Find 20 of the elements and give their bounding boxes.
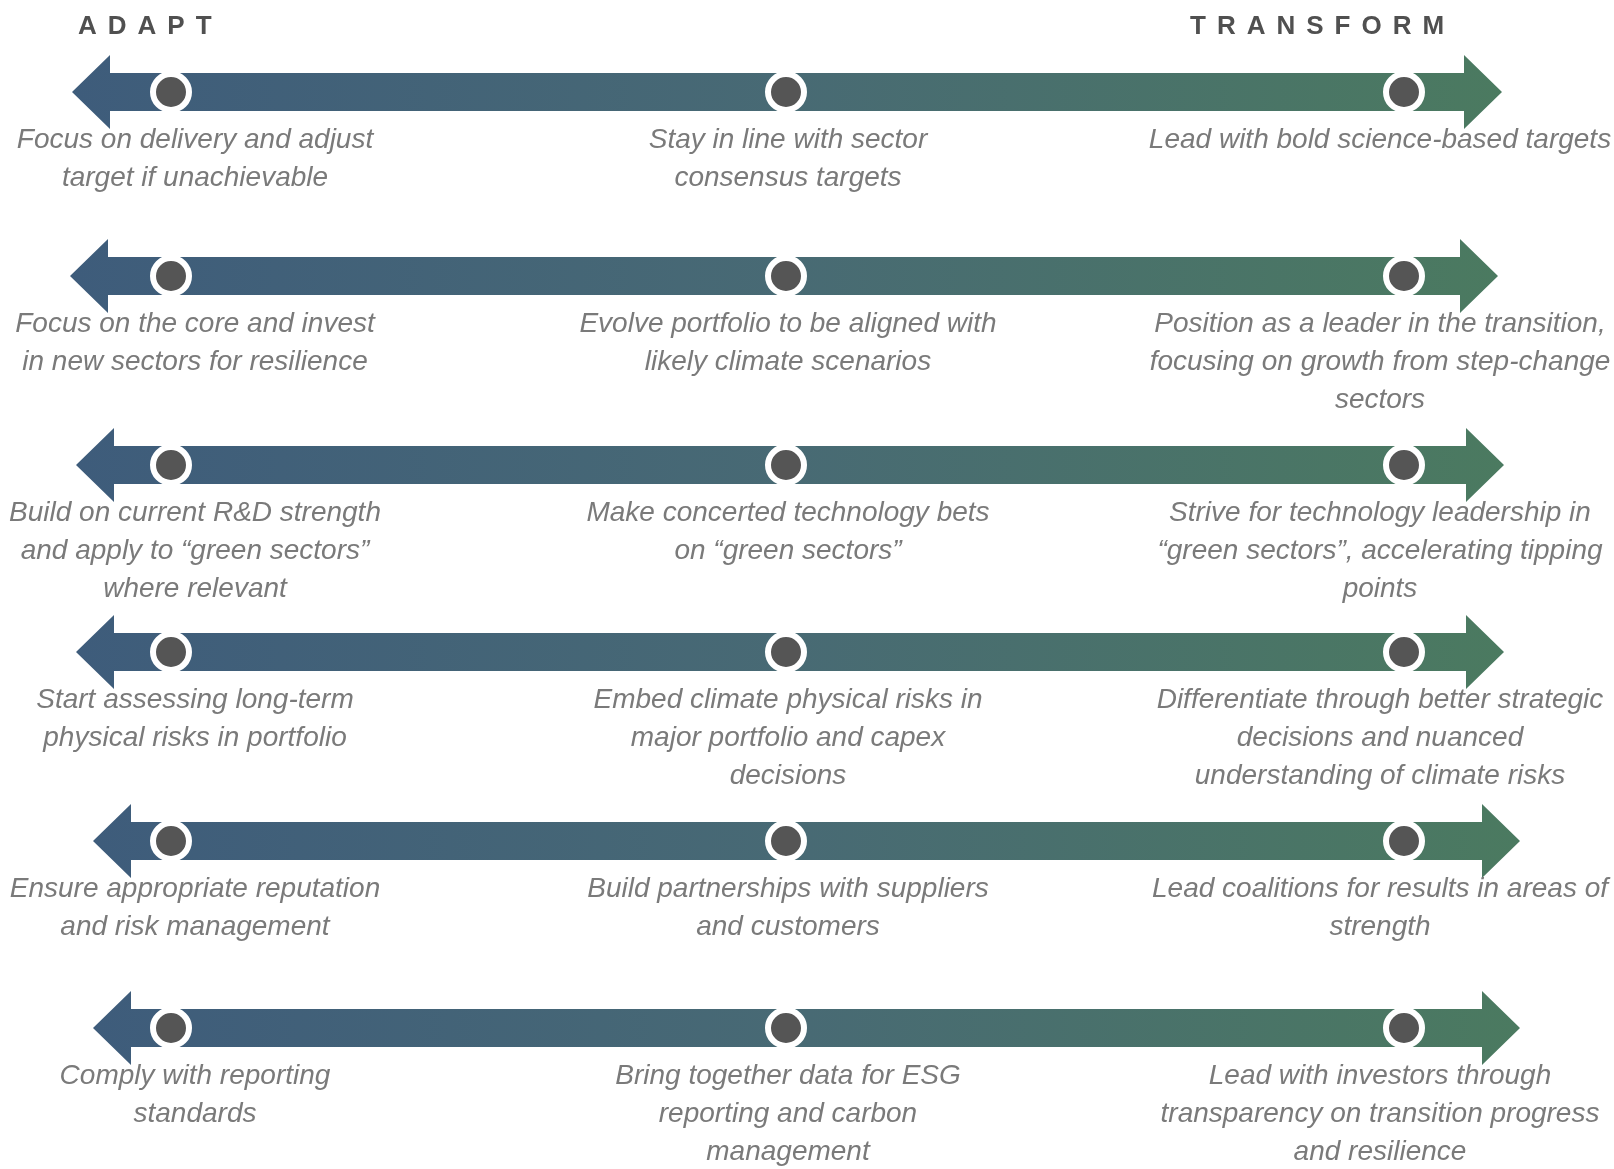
strategy-description: Comply with reporting standards xyxy=(58,1058,332,1130)
strategy-description: Strive for technology leadership in “green sectors”, accelerating tipping points xyxy=(1156,495,1604,605)
strategy-description: Start assessing long-term physical risks in portfolio xyxy=(35,682,355,754)
strategy-description: Focus on delivery and adjust target if unachievable xyxy=(15,122,375,194)
strategy-description: Build on current R&D strength and apply to “green sectors” where relevant xyxy=(8,495,382,605)
strategy-description: Evolve portfolio to be aligned with likely climate scenarios xyxy=(578,306,998,378)
strategy-description: Differentiate through better strategic decisions and nuanced understanding of climate risks xyxy=(1155,682,1605,792)
strategy-description: Stay in line with sector consensus targets xyxy=(647,122,930,194)
strategy-description: Ensure appropriate reputation and risk management xyxy=(8,871,382,943)
scale-end-label: TRANSFORM xyxy=(1190,10,1456,41)
strategy-description: Focus on the core and invest in new sectors for resilience xyxy=(14,306,377,378)
strategy-description: Make concerted technology bets on “green sectors” xyxy=(585,495,991,567)
scale-end-label: ADAPT xyxy=(78,10,223,41)
strategy-description: Bring together data for ESG reporting and carbon management xyxy=(614,1058,962,1168)
strategy-description: Lead with bold science-based targets xyxy=(1147,122,1613,156)
strategy-description: Lead with investors through transparency on transition progress and resilience xyxy=(1159,1058,1601,1168)
strategy-description: Embed climate physical risks in major portfolio and capex decisions xyxy=(592,682,984,792)
strategy-description: Lead coalitions for results in areas of strength xyxy=(1145,869,1614,945)
strategy-description: Position as a leader in the transition, focusing on growth from step-change sectors xyxy=(1148,306,1612,416)
strategy-description: Build partnerships with suppliers and customers xyxy=(586,871,990,943)
